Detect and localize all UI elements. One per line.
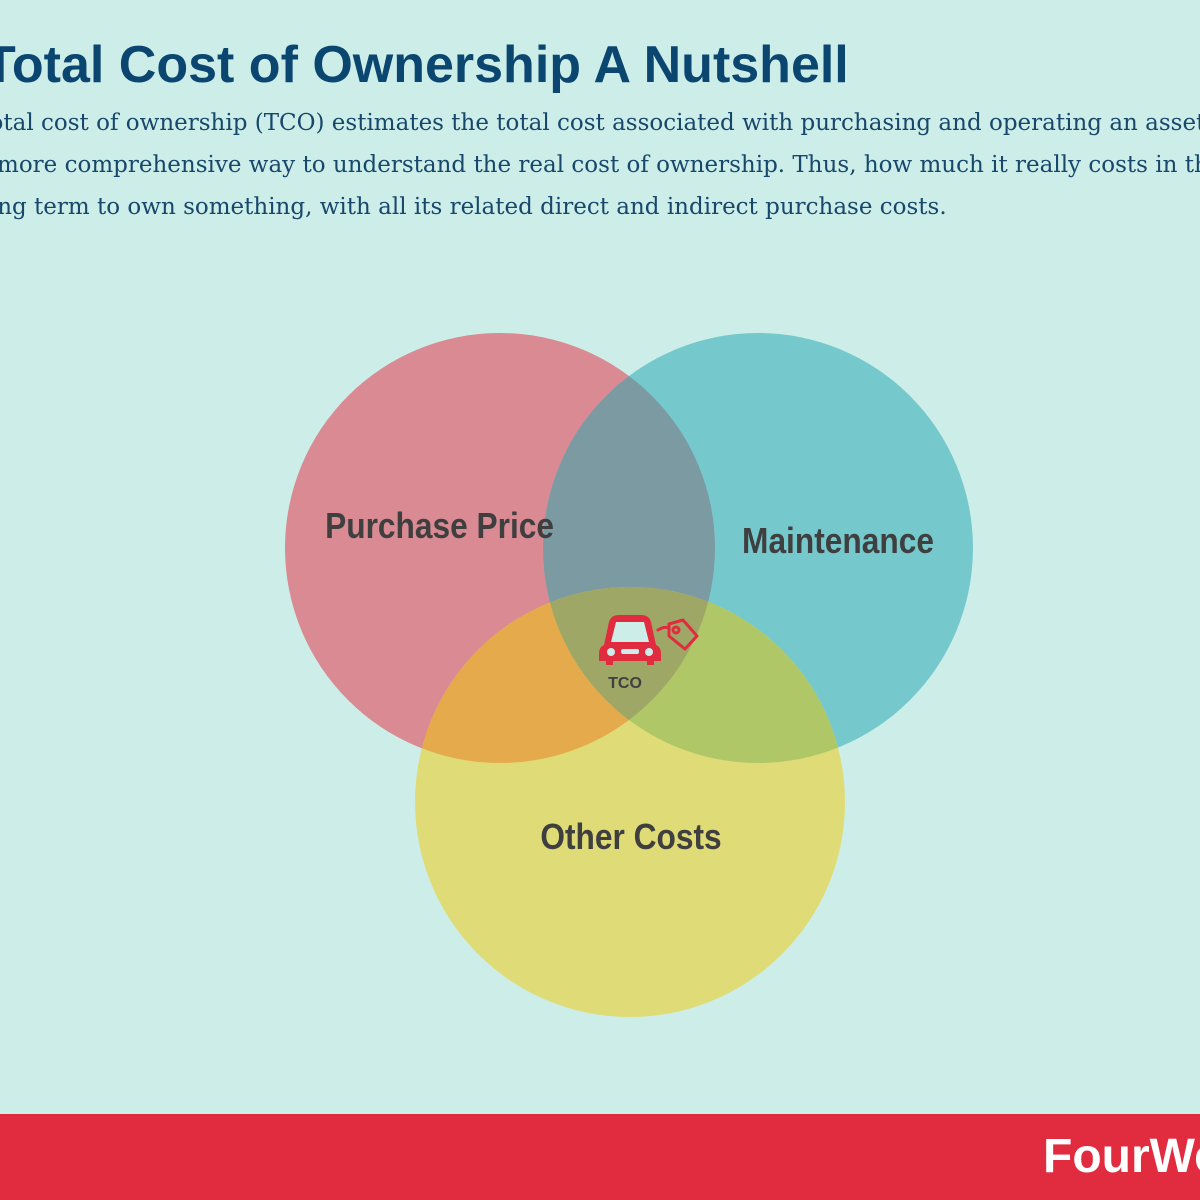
description-line: Total cost of ownership (TCO) estimates …	[0, 110, 1200, 136]
tco-label: TCO	[608, 675, 642, 692]
purchase-price-label: Purchase Price	[325, 505, 555, 546]
purchase-other-overlap	[415, 587, 715, 763]
maintenance-other-overlap	[543, 587, 845, 763]
description-line: a more comprehensive way to understand t…	[0, 152, 1200, 178]
other-costs-label: Other Costs	[540, 816, 722, 857]
description-text: Total cost of ownership (TCO) estimates …	[0, 102, 1200, 228]
maintenance-label: Maintenance	[742, 520, 934, 561]
footer-bar: FourWeekMBA	[0, 1114, 1200, 1200]
page-title: Total Cost of Ownership A Nutshell	[0, 36, 849, 94]
description-line: long term to own something, with all its…	[0, 194, 947, 220]
brand-logo: FourWeekMBA	[1043, 1130, 1200, 1183]
car-price-tag-icon	[599, 615, 699, 665]
